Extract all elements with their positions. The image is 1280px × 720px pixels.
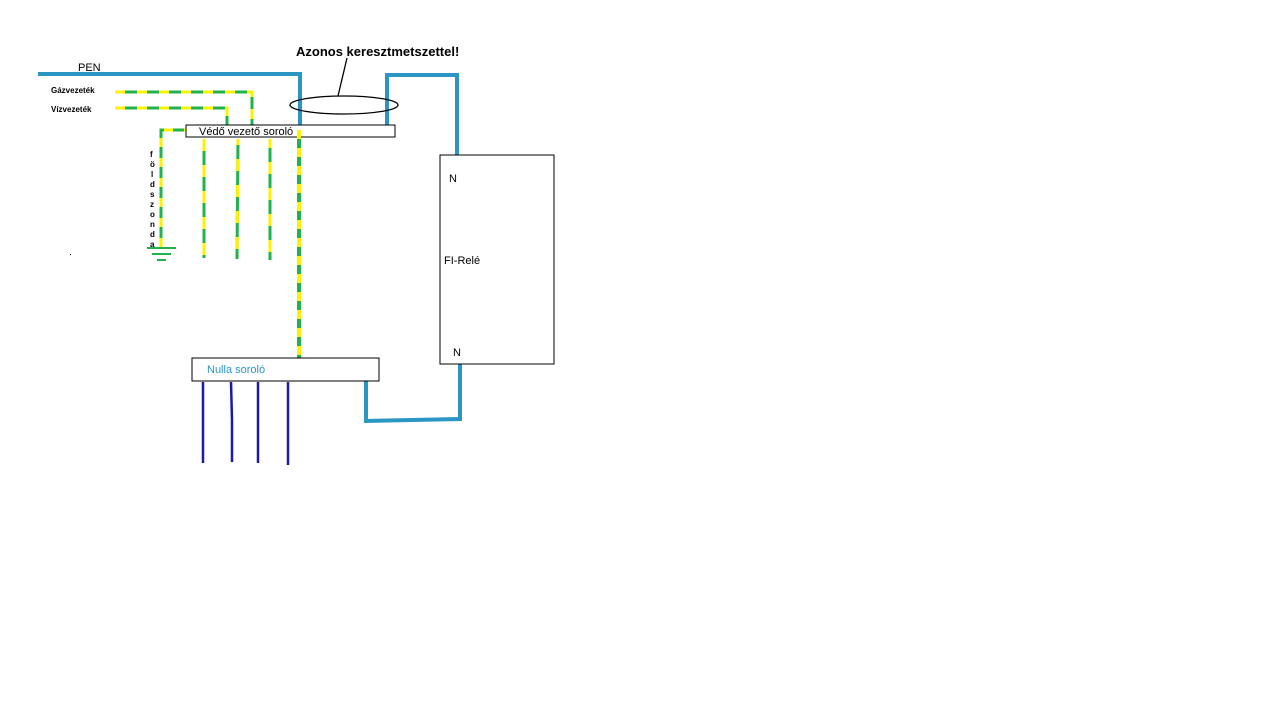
pe-outputs <box>202 138 272 260</box>
protective-busbar-label: Védő vezető soroló <box>199 126 293 138</box>
earth-probe-letter: z <box>150 200 154 209</box>
earth-probe-letter: o <box>150 210 155 219</box>
earth-probe-label: f ö l d s z o n d a <box>150 150 155 249</box>
gas-pipe-label: Gázvezeték <box>51 86 95 95</box>
neutral-output-wire-2 <box>229 381 234 462</box>
earth-probe-letter: d <box>150 180 155 189</box>
same-cross-section-marker <box>289 95 399 115</box>
earth-probe-letter: s <box>150 190 155 199</box>
earth-probe-letter: a <box>150 240 155 249</box>
stray-dot <box>70 254 71 255</box>
diagram-title: Azonos keresztmetszettel! <box>296 44 459 59</box>
fi-neutral-out-wire <box>364 364 462 424</box>
earth-probe-letter: f <box>150 150 153 159</box>
water-pipe-wire-stripe <box>115 106 229 128</box>
earth-probe-wire-stripe <box>159 128 193 248</box>
fi-bottom-n-label: N <box>453 347 461 359</box>
pen-label: PEN <box>78 62 101 74</box>
earth-probe-wire <box>159 128 193 248</box>
earth-probe-letter: d <box>150 230 155 239</box>
gas-pipe-wire <box>115 90 254 128</box>
neutral-busbar <box>191 357 380 382</box>
neutral-busbar-label: Nulla soroló <box>207 364 265 376</box>
fi-relay-box <box>439 154 555 365</box>
annotation-leader <box>337 57 348 97</box>
earth-probe-letter: ö <box>150 160 155 169</box>
protective-busbar <box>185 124 396 138</box>
pe-output-wire-2-stripe <box>235 138 240 260</box>
earth-probe-letter: l <box>151 170 153 179</box>
ground-icon <box>147 247 176 261</box>
fi-top-n-label: N <box>449 173 457 185</box>
earth-probe-letter: n <box>150 220 155 229</box>
fi-neutral-in-wire <box>385 73 459 158</box>
pen-wire <box>38 72 302 128</box>
gas-pipe-wire-stripe <box>115 90 254 128</box>
fi-relay-label: FI-Relé <box>444 255 480 267</box>
neutral-outputs <box>201 381 290 465</box>
water-pipe-label: Vízvezeték <box>51 105 92 114</box>
